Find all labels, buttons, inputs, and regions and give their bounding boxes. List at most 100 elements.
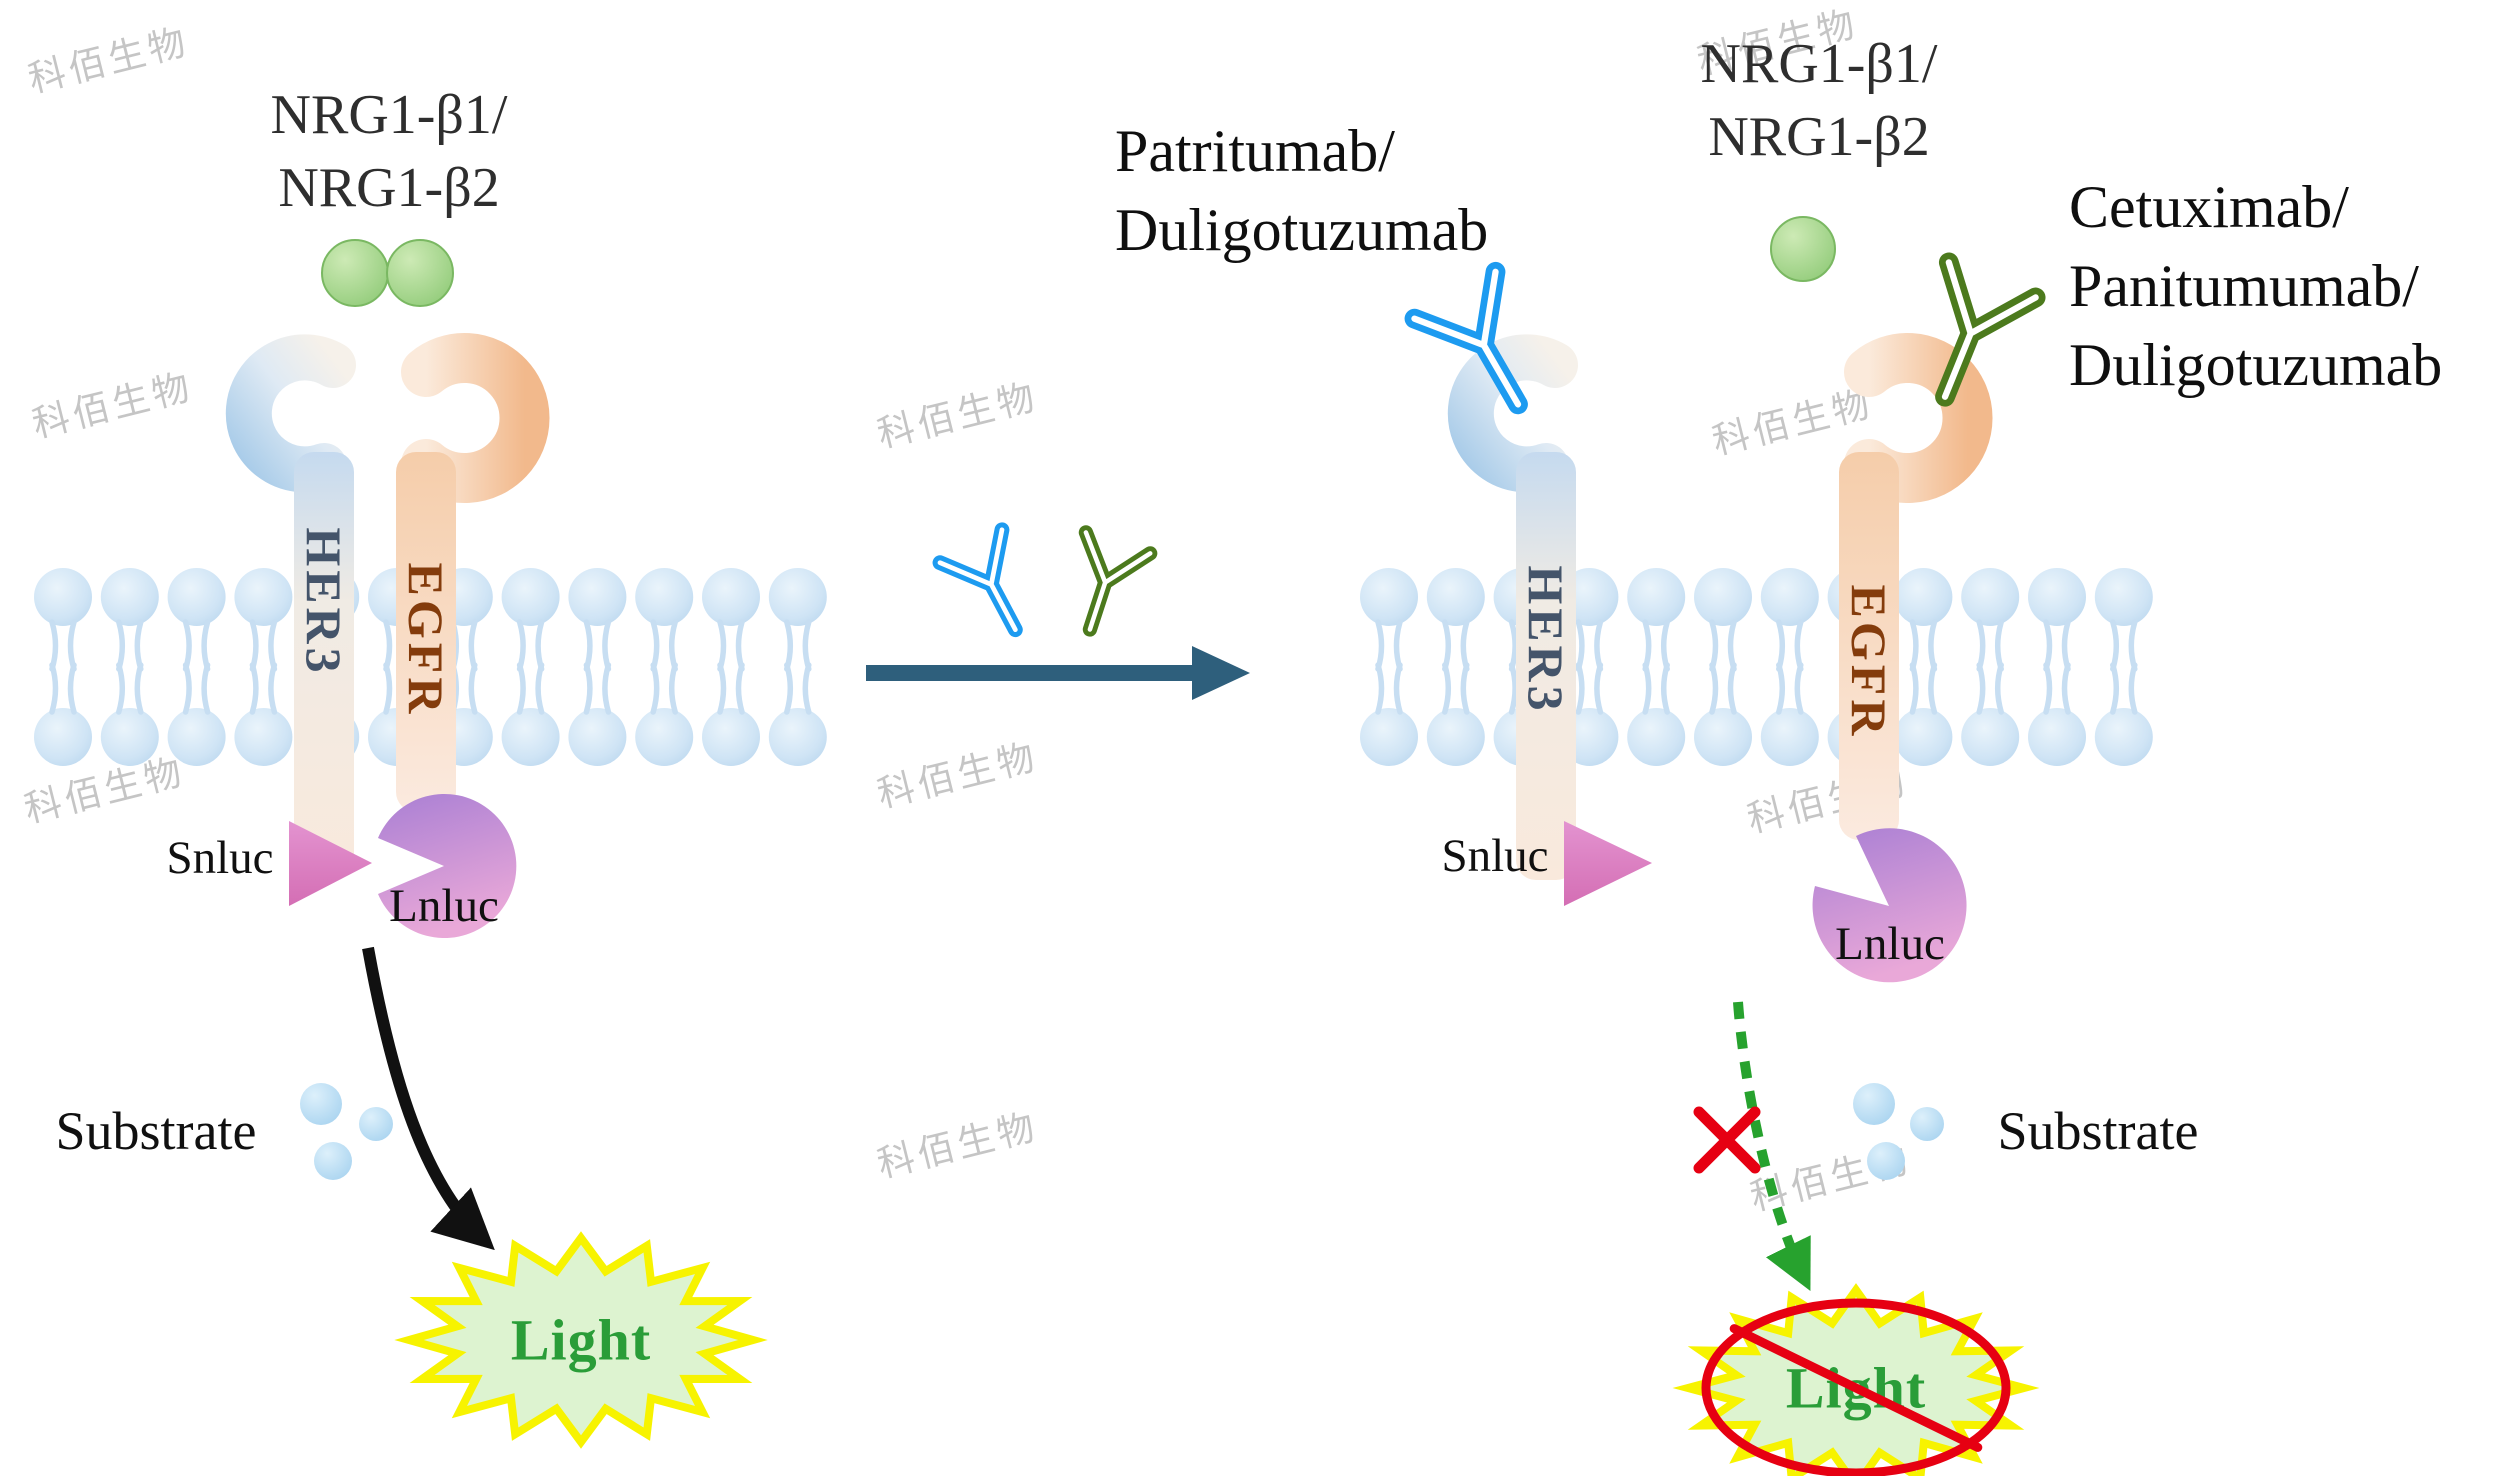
lipid-tail	[134, 662, 144, 715]
lipid-tail	[116, 619, 126, 672]
lnluc-fragment-icon	[1812, 828, 1967, 983]
lipid-tail	[516, 619, 526, 672]
lipid-head	[234, 708, 293, 766]
lipid-tail	[1575, 662, 1585, 715]
lipid-tail	[1508, 662, 1518, 715]
lipid-tail	[201, 619, 211, 672]
lipid-tail	[2110, 619, 2120, 672]
cell-membrane-right	[1360, 568, 2153, 766]
lipid-head	[1426, 568, 1485, 626]
lipid-tail	[182, 619, 192, 672]
lipid-tail	[1375, 619, 1385, 672]
lipid-tail	[1594, 662, 1604, 715]
lipid-tail	[802, 662, 812, 715]
nrg1-line2: NRG1-β2	[1708, 106, 1930, 168]
lipid-head	[34, 568, 92, 626]
reaction-arrow	[866, 646, 1250, 700]
nrg1-ligand-icon	[321, 239, 389, 307]
her3-ectodomain	[1447, 334, 1578, 493]
lipid-tail	[1976, 619, 1986, 672]
lipid-tail	[602, 662, 612, 715]
lipid-tail	[668, 619, 678, 672]
blocked-x-icon	[1693, 1106, 1761, 1174]
her3-ectodomain	[225, 334, 356, 493]
lipid-tail	[2128, 662, 2138, 715]
lipid-tail	[1727, 662, 1737, 715]
lipid-tail	[1442, 619, 1452, 672]
lipid-tail	[784, 662, 794, 715]
lipid-tail	[134, 619, 144, 672]
lipid-tail	[1642, 619, 1652, 672]
lipid-tail	[49, 662, 59, 715]
lipid-head	[1760, 568, 1819, 626]
lipid-tail	[201, 662, 211, 715]
lipid-tail	[1776, 662, 1786, 715]
lipid-tail	[1994, 662, 2004, 715]
lipid-tail	[383, 619, 393, 672]
lipid-tail	[516, 662, 526, 715]
egfr-ectodomain	[1844, 333, 1993, 503]
lipid-tail	[1994, 619, 2004, 672]
lipid-head	[2094, 568, 2153, 626]
her3-stalk	[1516, 452, 1576, 880]
egfr-ectodomain	[401, 333, 550, 503]
lipid-tail	[268, 662, 278, 715]
lipid-tail	[717, 662, 727, 715]
lipid-head	[568, 708, 627, 766]
lipid-tail	[1575, 619, 1585, 672]
lipid-head	[1426, 708, 1485, 766]
lipid-head	[1894, 568, 1953, 626]
lipid-head	[1360, 708, 1418, 766]
her3-receptor-label-left: HER3	[296, 527, 352, 677]
lipid-tail	[1508, 619, 1518, 672]
lipid-head	[568, 568, 627, 626]
lipid-head	[1961, 568, 2020, 626]
lipid-head	[1694, 568, 1752, 626]
light-starburst-left	[394, 1231, 768, 1449]
lipid-tail	[1660, 619, 1670, 672]
substrate-label-right: Substrate	[1997, 1101, 2199, 1161]
lipid-tail	[1727, 619, 1737, 672]
lipid-tail	[1909, 619, 1919, 672]
lipid-tail	[2061, 619, 2071, 672]
nrg1-ligand-icon	[1770, 216, 1836, 282]
egfr-receptor-right	[1839, 333, 1993, 840]
nrg1-ligand-label-right: NRG1-β1/ NRG1-β2	[1701, 28, 1938, 174]
lipid-tail	[1928, 619, 1938, 672]
lipid-tail	[735, 619, 745, 672]
lipid-tail	[1393, 662, 1403, 715]
blocked-signal-arrow	[1733, 1001, 1811, 1291]
lipid-tail	[1709, 619, 1719, 672]
lipid-head	[100, 708, 159, 766]
lipid-tail	[249, 619, 259, 672]
lipid-tail	[249, 662, 259, 715]
green-ab-line3: Duligotuzumab	[2069, 332, 2443, 399]
lipid-head	[34, 708, 92, 766]
lipid-tail	[535, 619, 545, 672]
lipid-tail	[1909, 662, 1919, 715]
green-ab-line2: Panitumumab/	[2069, 253, 2419, 320]
lipid-head	[2094, 708, 2153, 766]
blue-antibody-name-label: Patritumab/ Duligotuzumab	[1115, 112, 1488, 270]
lipid-head	[635, 708, 694, 766]
lipid-head	[1627, 568, 1686, 626]
lipid-head	[1961, 708, 2020, 766]
lipid-tail	[784, 619, 794, 672]
signal-arrow-left	[362, 946, 495, 1251]
lipid-tail	[1794, 619, 1804, 672]
lipid-tail	[182, 662, 192, 715]
nrg1-ligand-icon	[386, 239, 454, 307]
nrg1-line2: NRG1-β2	[278, 157, 500, 219]
nrg1-line1: NRG1-β1/	[1700, 33, 1938, 96]
lipid-head	[501, 708, 560, 766]
lipid-tail	[1976, 662, 1986, 715]
lipid-tail	[2110, 662, 2120, 715]
lipid-tail	[268, 619, 278, 672]
nrg1-ligand-label-left: NRG1-β1/ NRG1-β2	[271, 79, 508, 225]
lipid-tail	[2043, 619, 2053, 672]
lipid-head	[635, 568, 694, 626]
blue-ab-line1: Patritumab/	[1115, 118, 1395, 184]
lipid-head	[2028, 568, 2086, 626]
lipid-tail	[1393, 619, 1403, 672]
snluc-fragment-icon	[1564, 821, 1652, 906]
